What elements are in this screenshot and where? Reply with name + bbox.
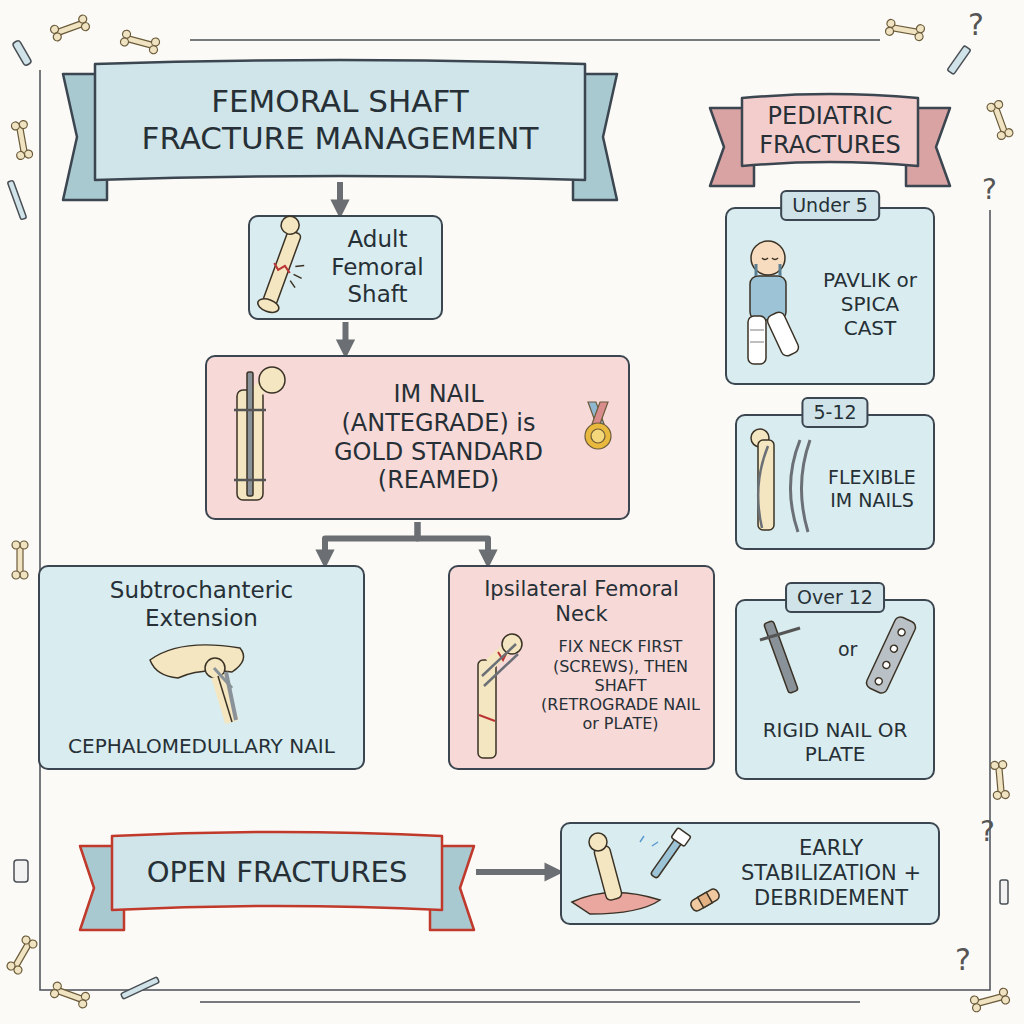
flow-arrow — [343, 322, 349, 351]
box-text: PAVLIK or SPICA CAST — [815, 268, 925, 340]
age-box: Under 5PAVLIK or SPICA CAST — [725, 207, 935, 385]
corner-bones — [6, 14, 1014, 1013]
antegrade-nail-femur — [234, 367, 285, 500]
flow-arrow — [418, 522, 489, 561]
flow-arrow — [337, 182, 343, 211]
infant-in-spica — [748, 241, 800, 364]
box-heading: IM NAIL (ANTEGRADE) is GOLD STANDARD (RE… — [307, 380, 570, 495]
frame-lines — [40, 40, 990, 1002]
process-box: Adult Femoral Shaft — [248, 215, 443, 320]
box-tab-heading: Under 5 — [780, 190, 880, 221]
cephalomedullary-nail-hip — [150, 645, 244, 722]
process-box: IM NAIL (ANTEGRADE) is GOLD STANDARD (RE… — [205, 355, 630, 520]
box-text: FLEXIBLE IM NAILS — [819, 466, 925, 512]
section-banner: OPEN FRACTURES — [112, 834, 442, 910]
box-tab-heading: 5-12 — [801, 397, 868, 428]
inline-label: or — [838, 640, 857, 659]
box-text: FIX NECK FIRST (SCREWS), THEN SHAFT (RET… — [538, 637, 703, 733]
box-heading: Adult Femoral Shaft — [322, 226, 433, 309]
box-heading: PEDIATRIC FRACTURES — [750, 102, 910, 160]
doodle-mark: ? — [968, 10, 984, 40]
doodle-mark: ? — [982, 176, 997, 204]
title-banner: FEMORAL SHAFT FRACTURE MANAGEMENT — [95, 62, 585, 180]
flow-arrow — [476, 869, 556, 875]
tool-doodles — [7, 40, 1008, 999]
box-heading: Subtrochanteric Extension — [52, 577, 351, 632]
gold-medal — [585, 402, 611, 449]
process-box: EARLY STABILIZATION + DEBRIDEMENT — [560, 822, 940, 925]
box-text: RIGID NAIL OR PLATE — [747, 718, 923, 766]
flexible-nails-femur — [751, 429, 810, 532]
option-box: Subtrochanteric ExtensionCEPHALOMEDULLAR… — [38, 565, 365, 770]
section-banner: PEDIATRIC FRACTURES — [742, 96, 918, 166]
doodle-mark: ? — [980, 818, 995, 846]
age-box: Over 12RIGID NAIL OR PLATE — [735, 599, 935, 780]
box-heading: OPEN FRACTURES — [147, 855, 408, 890]
flow-arrow — [325, 522, 418, 561]
age-box: 5-12FLEXIBLE IM NAILS — [735, 414, 935, 550]
box-tab-heading: Over 12 — [785, 582, 885, 613]
open-fracture-debridement — [572, 828, 721, 914]
box-heading: FEMORAL SHAFT FRACTURE MANAGEMENT — [128, 83, 553, 157]
box-text: CEPHALOMEDULLARY NAIL — [52, 734, 351, 758]
rigid-nail-and-plate — [760, 615, 917, 695]
box-heading: Ipsilateral Femoral Neck — [460, 577, 703, 627]
doodle-mark: ? — [955, 945, 971, 975]
femoral-neck-screws — [478, 634, 522, 758]
option-box: Ipsilateral Femoral NeckFIX NECK FIRST (… — [448, 565, 715, 770]
fractured-femur — [251, 214, 320, 319]
box-heading: EARLY STABILIZATION + DEBRIDEMENT — [734, 836, 928, 912]
